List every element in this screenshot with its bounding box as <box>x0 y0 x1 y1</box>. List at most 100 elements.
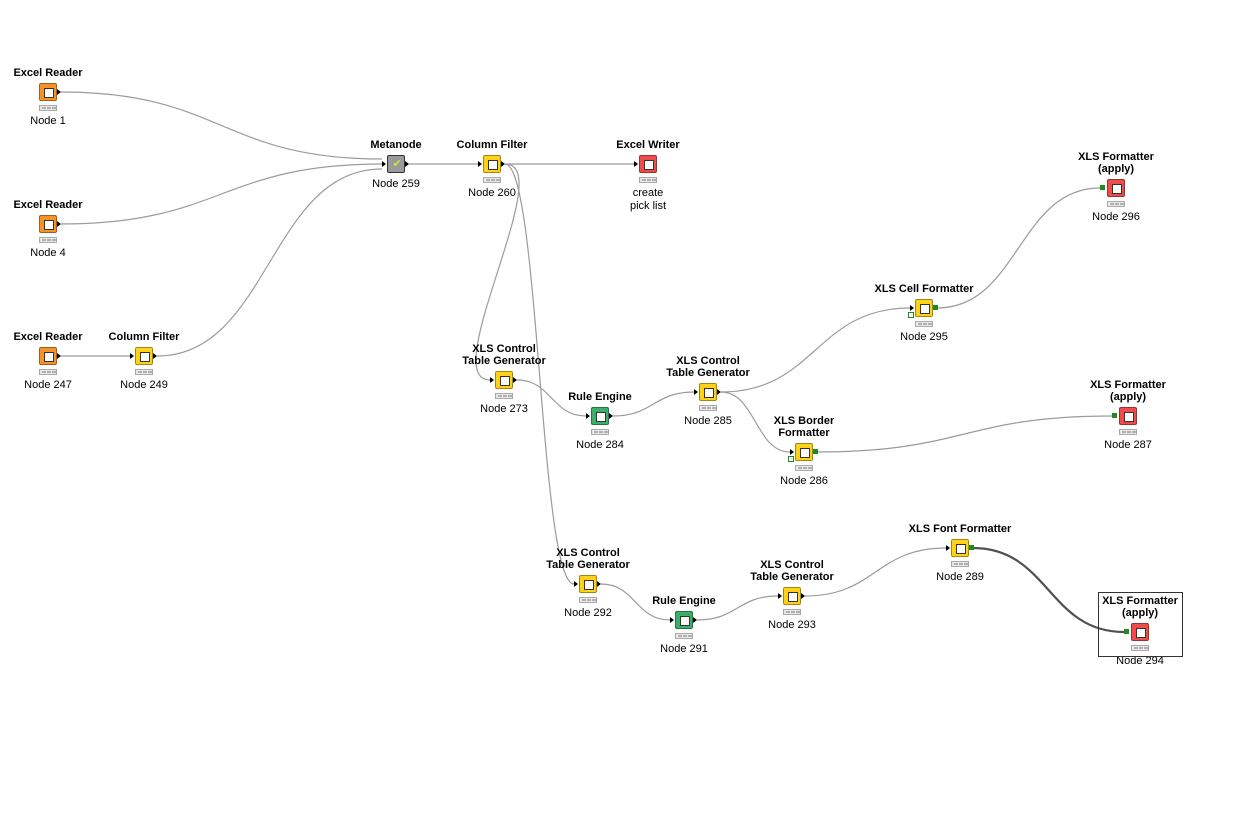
xls-input-port[interactable] <box>1100 185 1105 190</box>
optional-xls-port[interactable] <box>908 312 914 318</box>
input-port[interactable] <box>790 449 794 455</box>
output-port[interactable] <box>57 221 61 227</box>
node-label[interactable]: Node 289 <box>936 571 984 583</box>
output-port[interactable] <box>57 353 61 359</box>
node-title: XLS Border Formatter <box>773 415 835 439</box>
input-port[interactable] <box>490 377 494 383</box>
input-port[interactable] <box>130 353 134 359</box>
node-n273[interactable] <box>490 371 517 391</box>
node-n287[interactable] <box>1112 407 1139 427</box>
node-label[interactable]: Node 294 <box>1116 655 1164 667</box>
connection-n293-n289[interactable] <box>804 547 947 597</box>
node-label[interactable]: Node 293 <box>768 619 816 631</box>
node-n295[interactable] <box>908 299 938 319</box>
node-label[interactable]: Node 287 <box>1104 439 1152 451</box>
xls-output-port[interactable] <box>933 305 938 310</box>
output-port[interactable] <box>57 89 61 95</box>
node-label[interactable]: Node 259 <box>372 178 420 190</box>
node-nEW[interactable] <box>634 155 659 175</box>
node-glyph <box>920 304 930 314</box>
status-light <box>1132 431 1136 433</box>
node-label[interactable]: Node 284 <box>576 439 624 451</box>
node-label[interactable]: Node 273 <box>480 403 528 415</box>
node-n260[interactable] <box>478 155 505 175</box>
input-port[interactable] <box>670 617 674 623</box>
connection-n285-n286[interactable] <box>720 391 791 453</box>
connection-n1-n259[interactable] <box>60 91 383 160</box>
status-light <box>688 635 692 637</box>
connection-n286-n287[interactable] <box>816 415 1113 453</box>
node-n296[interactable] <box>1100 179 1127 199</box>
output-port[interactable] <box>693 617 697 623</box>
node-label[interactable]: Node 295 <box>900 331 948 343</box>
xls-input-port[interactable] <box>1112 413 1117 418</box>
output-port[interactable] <box>609 413 613 419</box>
node-label[interactable]: Node 247 <box>24 379 72 391</box>
input-port[interactable] <box>694 389 698 395</box>
node-label[interactable]: Node 292 <box>564 607 612 619</box>
node-n291[interactable] <box>670 611 697 631</box>
xls-output-port[interactable] <box>813 449 818 454</box>
node-label[interactable]: Node 1 <box>30 115 66 127</box>
node-label[interactable]: create pick list <box>629 187 667 212</box>
node-status-traffic-light <box>495 393 513 399</box>
node-n285[interactable] <box>694 383 721 403</box>
node-n289[interactable] <box>946 539 974 559</box>
connection-n292-n291[interactable] <box>600 583 671 621</box>
node-title: Excel Reader <box>13 67 83 79</box>
node-label[interactable]: Node 291 <box>660 643 708 655</box>
node-n1[interactable] <box>39 83 61 103</box>
node-label[interactable]: Node 4 <box>30 247 66 259</box>
connection-n291-n293[interactable] <box>696 595 779 621</box>
node-n4[interactable] <box>39 215 61 235</box>
output-port[interactable] <box>513 377 517 383</box>
node-n294[interactable] <box>1124 623 1151 643</box>
input-port[interactable] <box>778 593 782 599</box>
input-port[interactable] <box>382 161 386 167</box>
node-label[interactable]: Node 285 <box>684 415 732 427</box>
node-title: Excel Reader <box>13 331 83 343</box>
node-title: XLS Formatter (apply) <box>1102 595 1178 619</box>
input-port[interactable] <box>946 545 950 551</box>
input-port[interactable] <box>910 305 914 311</box>
node-label[interactable]: Node 296 <box>1092 211 1140 223</box>
output-port[interactable] <box>405 161 409 167</box>
xls-input-port[interactable] <box>1124 629 1129 634</box>
connection-n284-n285[interactable] <box>612 391 695 417</box>
node-n293[interactable] <box>778 587 805 607</box>
status-light <box>786 611 790 613</box>
connection-n295-n296[interactable] <box>936 187 1101 309</box>
optional-xls-port[interactable] <box>788 456 794 462</box>
node-n249[interactable] <box>130 347 157 367</box>
output-port[interactable] <box>501 161 505 167</box>
node-status-traffic-light <box>1131 645 1149 651</box>
node-n259[interactable]: ✔ <box>382 155 409 175</box>
node-n284[interactable] <box>586 407 613 427</box>
xls-output-port[interactable] <box>969 545 974 550</box>
connection-n273-n284[interactable] <box>516 379 587 417</box>
node-n292[interactable] <box>574 575 601 595</box>
status-light <box>42 107 46 109</box>
node-title: Excel Reader <box>13 199 83 211</box>
input-port[interactable] <box>634 161 638 167</box>
input-port[interactable] <box>586 413 590 419</box>
connection-n285-n295[interactable] <box>720 307 911 393</box>
output-port[interactable] <box>597 581 601 587</box>
node-n247[interactable] <box>39 347 61 367</box>
output-port[interactable] <box>717 389 721 395</box>
node-label[interactable]: Node 286 <box>780 475 828 487</box>
node-label[interactable]: Node 249 <box>120 379 168 391</box>
input-port[interactable] <box>574 581 578 587</box>
output-port[interactable] <box>801 593 805 599</box>
connection-n4-n259[interactable] <box>60 163 383 225</box>
connection-n260-n292[interactable] <box>504 163 575 585</box>
input-port[interactable] <box>478 161 482 167</box>
connection-n249-n259[interactable] <box>156 168 383 357</box>
node-label[interactable]: Node 260 <box>468 187 516 199</box>
connection-n260-n273[interactable] <box>475 163 520 381</box>
node-title: XLS Control Table Generator <box>546 547 630 571</box>
node-n286[interactable] <box>788 443 818 463</box>
output-port[interactable] <box>153 353 157 359</box>
node-glyph <box>1136 628 1146 638</box>
